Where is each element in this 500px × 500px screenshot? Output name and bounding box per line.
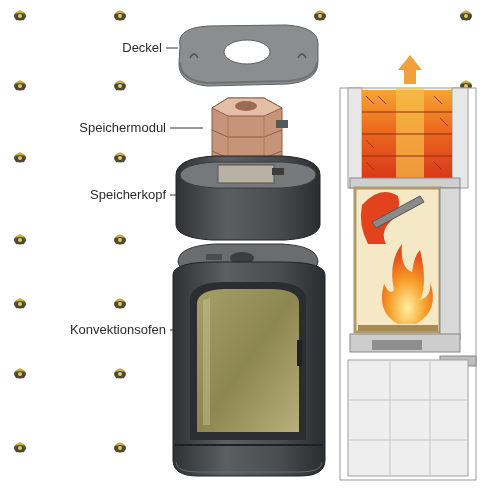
watermark-icon (14, 152, 26, 163)
cutaway-view (348, 360, 468, 476)
cutaway-view (398, 55, 422, 84)
cutaway-view (348, 88, 362, 188)
storage-module (212, 98, 282, 116)
lid-part (179, 25, 318, 86)
stove-body (197, 289, 299, 432)
cutaway-view (340, 55, 476, 480)
watermark-icon (114, 10, 126, 21)
leader-line (170, 128, 203, 129)
watermark-icon (14, 234, 26, 245)
stove-body (190, 282, 306, 440)
cutaway-view (440, 188, 460, 340)
watermark-icon (114, 442, 126, 453)
watermark-icon (114, 80, 126, 91)
watermark-icon (460, 10, 472, 21)
cutaway-view (358, 325, 438, 331)
storage-head (272, 168, 284, 175)
stove-body (206, 254, 222, 260)
stove-body (175, 444, 323, 446)
stove-body (203, 298, 210, 425)
cutaway-view (340, 88, 476, 480)
watermark-icon (114, 152, 126, 163)
cutaway-view (372, 340, 422, 350)
watermark-icon (14, 80, 26, 91)
watermark-icon (14, 298, 26, 309)
part-label: Deckel (122, 40, 162, 56)
cutaway-view (372, 196, 424, 228)
cutaway-view (350, 334, 460, 352)
part-label: Speicherkopf (90, 187, 166, 203)
watermark-icon (14, 10, 26, 21)
storage-module (276, 120, 288, 128)
cutaway-view (355, 188, 440, 332)
lid-part (298, 54, 306, 58)
stove-body (297, 340, 302, 366)
storage-module (235, 101, 257, 111)
lid-part (190, 54, 198, 58)
lid-part (180, 62, 317, 83)
watermark-icon (314, 10, 326, 21)
cutaway-view (452, 88, 468, 188)
cutaway-view (382, 244, 433, 324)
storage-head (218, 165, 274, 183)
watermark-icon (114, 368, 126, 379)
leader-line (166, 48, 178, 49)
cutaway-view (348, 360, 468, 476)
stove-body (176, 462, 322, 472)
part-label: Konvektionsofen (70, 322, 166, 338)
watermark-icon (14, 368, 26, 379)
storage-head (176, 156, 320, 240)
storage-module (212, 130, 282, 158)
watermark-icon (114, 234, 126, 245)
watermark-icon (114, 298, 126, 309)
storage-head (180, 162, 316, 188)
cutaway-view (396, 88, 424, 178)
watermark-icon (14, 442, 26, 453)
lid-part (179, 25, 318, 86)
stove-body (173, 244, 325, 476)
stove-body (173, 262, 325, 476)
cutaway-view (362, 112, 452, 156)
storage-head (176, 156, 320, 240)
lid-part (224, 40, 270, 64)
part-label: Speichermodul (79, 120, 166, 136)
cutaway-view (366, 96, 448, 170)
